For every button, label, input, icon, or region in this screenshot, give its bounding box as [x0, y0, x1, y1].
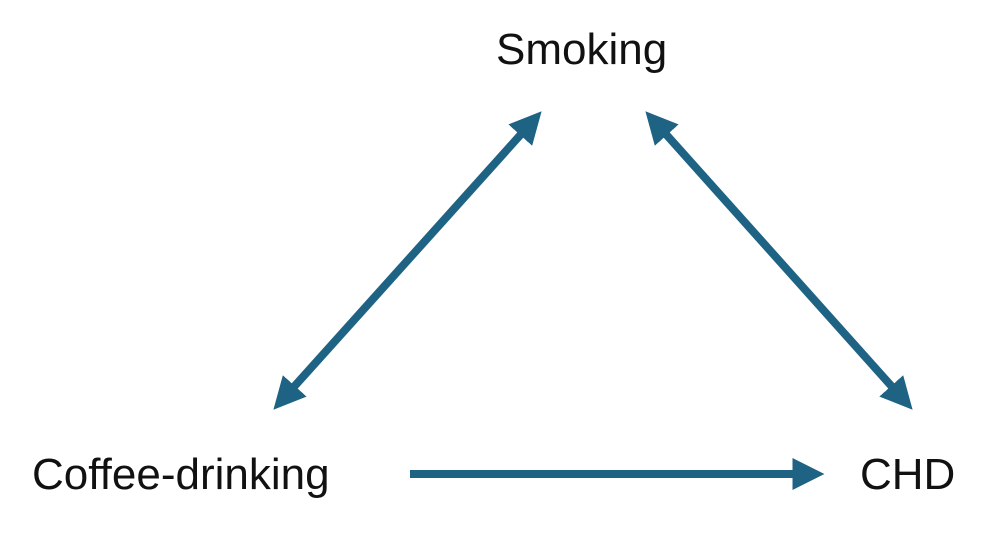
edge-smoking-coffee-arrow: [273, 111, 542, 410]
edge-smoking-chd-arrow: [645, 111, 913, 410]
node-smoking-label: Smoking: [496, 25, 668, 74]
node-coffee-drinking-label: Coffee-drinking: [32, 450, 330, 499]
node-chd-label: CHD: [860, 450, 956, 499]
